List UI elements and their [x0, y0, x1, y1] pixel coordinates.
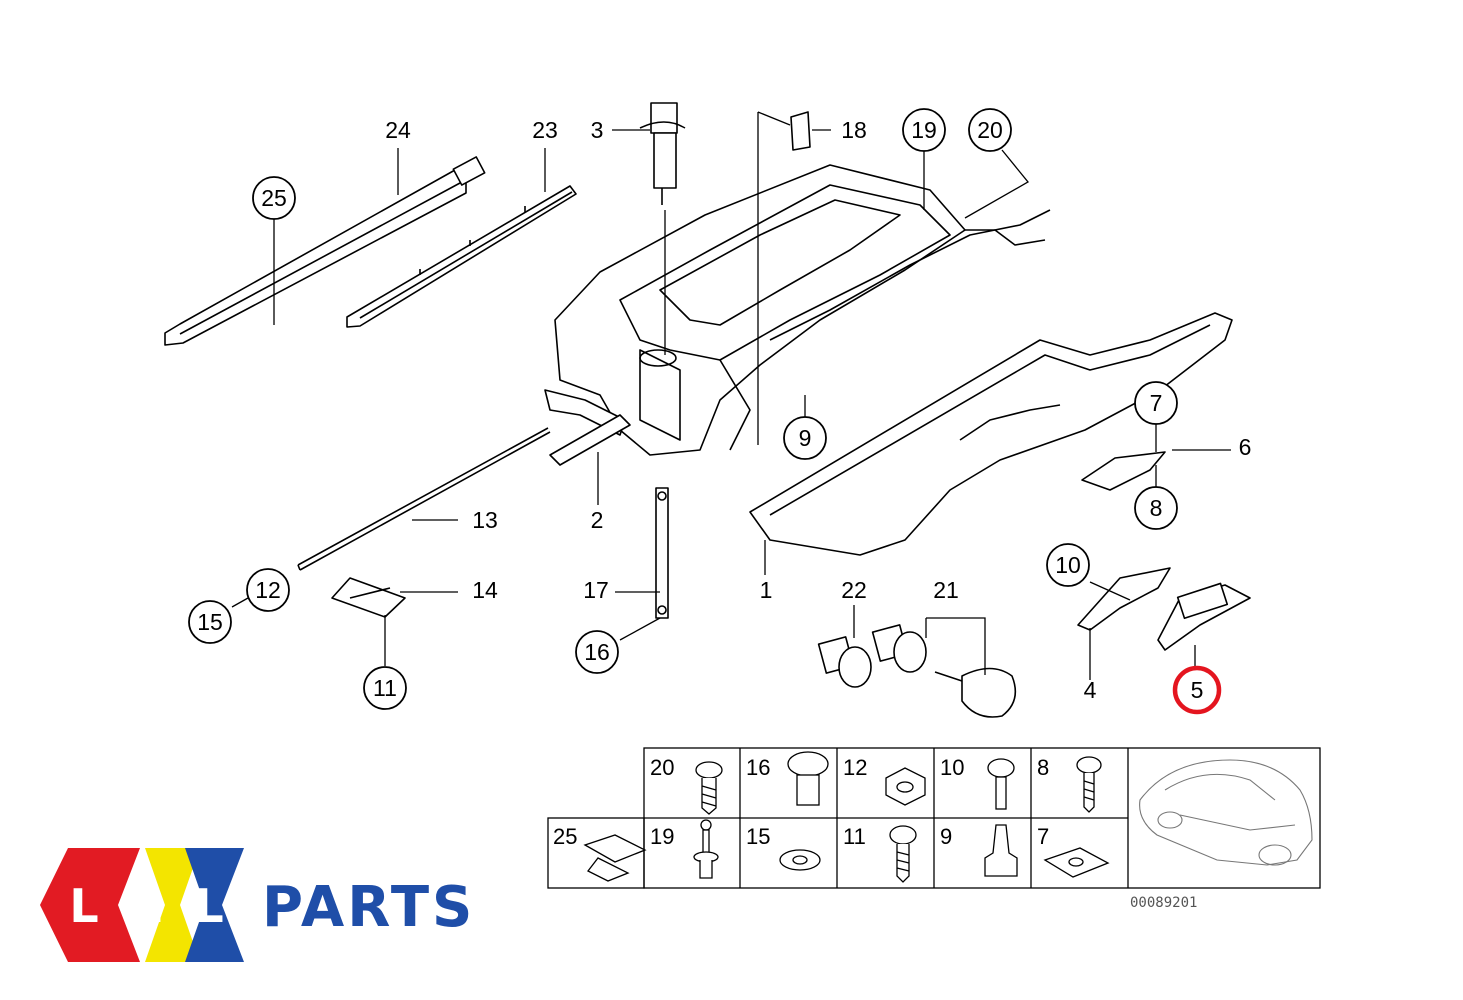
table-num-9: 9	[940, 824, 952, 849]
callout-11: 11	[373, 675, 397, 701]
callout-12: 12	[255, 577, 281, 603]
table-num-25: 25	[553, 824, 577, 849]
callout-5: 5	[1191, 677, 1204, 703]
part-4-bracket	[1077, 567, 1171, 631]
callout-8: 8	[1150, 495, 1163, 521]
table-num-15: 15	[746, 824, 770, 849]
highlight-circle-5	[1172, 665, 1222, 715]
part-18-clip	[790, 111, 811, 151]
fastener-table: 20 16 12 10 8 25 19 15 11 9 7 00089201	[547, 747, 1321, 911]
callout-21: 21	[933, 577, 959, 603]
callout-15: 15	[197, 609, 223, 635]
table-num-10: 10	[940, 755, 964, 780]
part-13-rod	[297, 427, 551, 571]
table-num-20: 20	[650, 755, 674, 780]
logo-red-chevron	[40, 848, 140, 962]
callout-19: 19	[911, 117, 937, 143]
callout-1: 1	[760, 577, 773, 603]
callout-25: 25	[261, 185, 287, 211]
callout-14: 14	[472, 577, 498, 603]
logo-letter-1: L	[69, 879, 98, 933]
callout-10: 10	[1055, 552, 1081, 578]
car-silhouette	[1139, 759, 1313, 866]
table-num-7: 7	[1037, 824, 1049, 849]
callout-22: 22	[841, 577, 867, 603]
table-num-12: 12	[843, 755, 867, 780]
part-23-rail	[346, 185, 577, 328]
callout-16: 16	[584, 639, 610, 665]
callout-9: 9	[799, 425, 812, 451]
table-num-11: 11	[843, 824, 866, 849]
logo-yellow-chevron	[145, 848, 200, 962]
callout-4: 4	[1084, 677, 1097, 703]
part-25-cable	[164, 156, 486, 346]
part-drawings	[164, 102, 1251, 718]
callout-23: 23	[532, 117, 558, 143]
part-14-latch	[331, 577, 406, 618]
leader-lines	[231, 111, 1231, 680]
part-2-housing	[544, 164, 1051, 466]
callout-20: 20	[977, 117, 1003, 143]
table-num-8: 8	[1037, 755, 1049, 780]
table-num-16: 16	[746, 755, 770, 780]
logo-word: PARTS	[262, 875, 475, 940]
part-3-pin	[639, 102, 686, 205]
callout-24: 24	[385, 117, 411, 143]
callout-18: 18	[841, 117, 867, 143]
callout-17: 17	[583, 577, 609, 603]
callout-2: 2	[591, 507, 604, 533]
part-6-bracket	[1081, 451, 1166, 491]
lll-parts-logo: L L L PARTS	[40, 848, 475, 962]
part-21-lock-key	[871, 624, 1017, 718]
callout-6: 6	[1239, 434, 1252, 460]
logo-letter-3: L	[194, 879, 223, 933]
table-num-19: 19	[650, 824, 674, 849]
callout-7: 7	[1150, 390, 1163, 416]
diagram-code: 00089201	[1130, 895, 1197, 911]
part-17-strut	[655, 487, 669, 619]
logo-letter-2: L	[132, 879, 161, 933]
part-5-handle	[1157, 582, 1251, 651]
logo-blue-chevron	[185, 848, 244, 962]
callout-3: 3	[591, 117, 604, 143]
callout-labels: 24 25 23 3 18 19 20 9 13 2 1 12 14 15 17…	[197, 117, 1251, 703]
part-22-lock	[817, 636, 872, 688]
callout-13: 13	[472, 507, 498, 533]
callout-circles	[188, 108, 1178, 710]
